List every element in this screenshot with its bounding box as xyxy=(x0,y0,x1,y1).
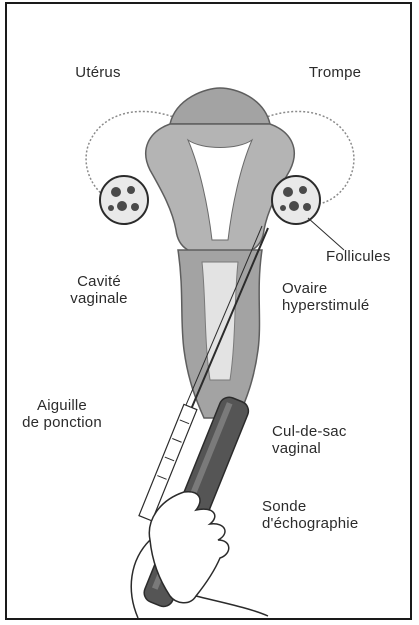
label-sonde: Sonde d'échographie xyxy=(262,498,392,532)
right-ovary xyxy=(272,176,320,224)
label-ovaire: Ovaire hyperstimulé xyxy=(282,280,410,314)
follicules-leader xyxy=(308,218,344,250)
uterus-fundus xyxy=(170,88,270,124)
label-follicules: Follicules xyxy=(326,248,414,265)
label-uterus: Utérus xyxy=(48,64,148,81)
label-cavite-vaginale: Cavité vaginale xyxy=(44,273,154,307)
label-cul-de-sac: Cul-de-sac vaginal xyxy=(272,423,382,457)
label-aiguille: Aiguille de ponction xyxy=(2,397,122,431)
left-ovary xyxy=(100,176,148,224)
label-trompe: Trompe xyxy=(290,64,380,81)
